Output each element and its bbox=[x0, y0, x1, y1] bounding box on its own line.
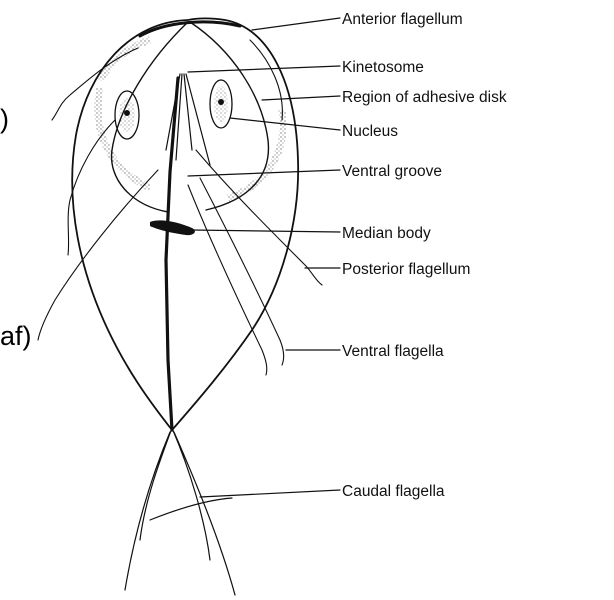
paren-fragment-top: ) bbox=[0, 104, 9, 134]
leader-lines bbox=[188, 18, 340, 497]
label-ventral-flagella: Ventral flagella bbox=[342, 343, 444, 360]
caudal-flagella-fill bbox=[150, 498, 232, 520]
nucleolus-right bbox=[218, 99, 224, 105]
label-posterior-flagellum: Posterior flagellum bbox=[342, 261, 470, 278]
label-median-body: Median body bbox=[342, 225, 431, 242]
ventral-flagella bbox=[188, 178, 284, 375]
label-ventral-groove: Ventral groove bbox=[342, 163, 442, 180]
posterior-flagellum-left bbox=[38, 170, 158, 340]
label-caudal-flagella: Caudal flagella bbox=[342, 483, 445, 500]
posterior-flagellum bbox=[196, 150, 322, 285]
body-top-rim bbox=[140, 22, 240, 36]
anterior-flagellum-right bbox=[250, 40, 282, 120]
label-kinetosome: Kinetosome bbox=[342, 59, 424, 76]
caudal-flagella bbox=[125, 428, 235, 595]
label-nucleus: Nucleus bbox=[342, 123, 398, 140]
label-region-of-adhesive-disk: Region of adhesive disk bbox=[342, 89, 507, 106]
nucleolus-left bbox=[124, 110, 130, 116]
axostyle bbox=[166, 78, 178, 430]
median-body bbox=[150, 220, 195, 235]
label-anterior-flagellum: Anterior flagellum bbox=[342, 11, 463, 28]
af-paren-fragment: af) bbox=[0, 321, 32, 351]
